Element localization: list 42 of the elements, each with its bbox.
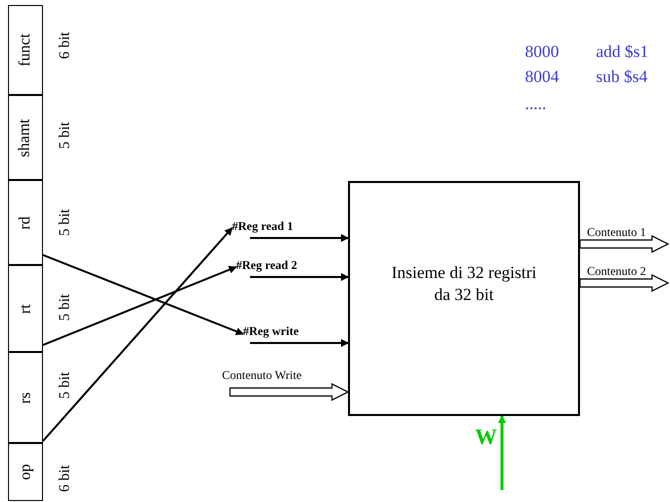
code-text: sub $s4: [596, 68, 648, 85]
register-file-box: [348, 181, 580, 416]
field-name: rd: [18, 216, 34, 230]
port-label: #Reg read 2: [236, 258, 328, 277]
bit-width: 5 bit: [58, 371, 74, 399]
arrow: [42, 266, 237, 346]
arrow: [250, 234, 349, 242]
field-name: rt: [18, 304, 34, 314]
field-cell: [8, 443, 43, 501]
bit-width: 5 bit: [58, 121, 74, 149]
field-name: op: [18, 464, 34, 480]
bit-width: 5 bit: [58, 208, 74, 236]
field-name: funct: [18, 34, 34, 66]
field-cell: [8, 5, 43, 95]
edge-label: Contenuto 1: [587, 226, 646, 238]
hollow-arrow: [579, 274, 670, 292]
edge-label: Contenuto Write: [222, 369, 302, 381]
field-name: shamt: [18, 118, 34, 157]
field-name: rs: [18, 392, 34, 404]
field-cell: [8, 95, 43, 180]
code-text: 8004: [525, 68, 559, 85]
bit-width: 6 bit: [58, 464, 74, 492]
edge-label: W: [475, 426, 497, 448]
code-text: .....: [525, 95, 546, 112]
arrow: [250, 273, 349, 281]
edge-label: Contenuto 2: [587, 265, 646, 277]
arrow: [250, 339, 349, 347]
hollow-arrow: [579, 235, 670, 253]
bit-width: 5 bit: [58, 293, 74, 321]
arrow: [42, 227, 233, 442]
arrow: [498, 415, 506, 490]
box-label: Insieme di 32 registri da 32 bit: [390, 262, 538, 306]
arrow: [42, 254, 244, 336]
field-cell: [8, 180, 43, 265]
hollow-arrow: [229, 383, 350, 401]
bit-width: 6 bit: [58, 31, 74, 59]
field-cell: [8, 352, 43, 443]
port-label: #Reg read 1: [232, 219, 324, 238]
field-cell: [8, 265, 43, 352]
code-text: add $s1: [596, 43, 648, 60]
code-text: 8000: [525, 43, 559, 60]
port-label: #Reg write: [243, 324, 329, 343]
